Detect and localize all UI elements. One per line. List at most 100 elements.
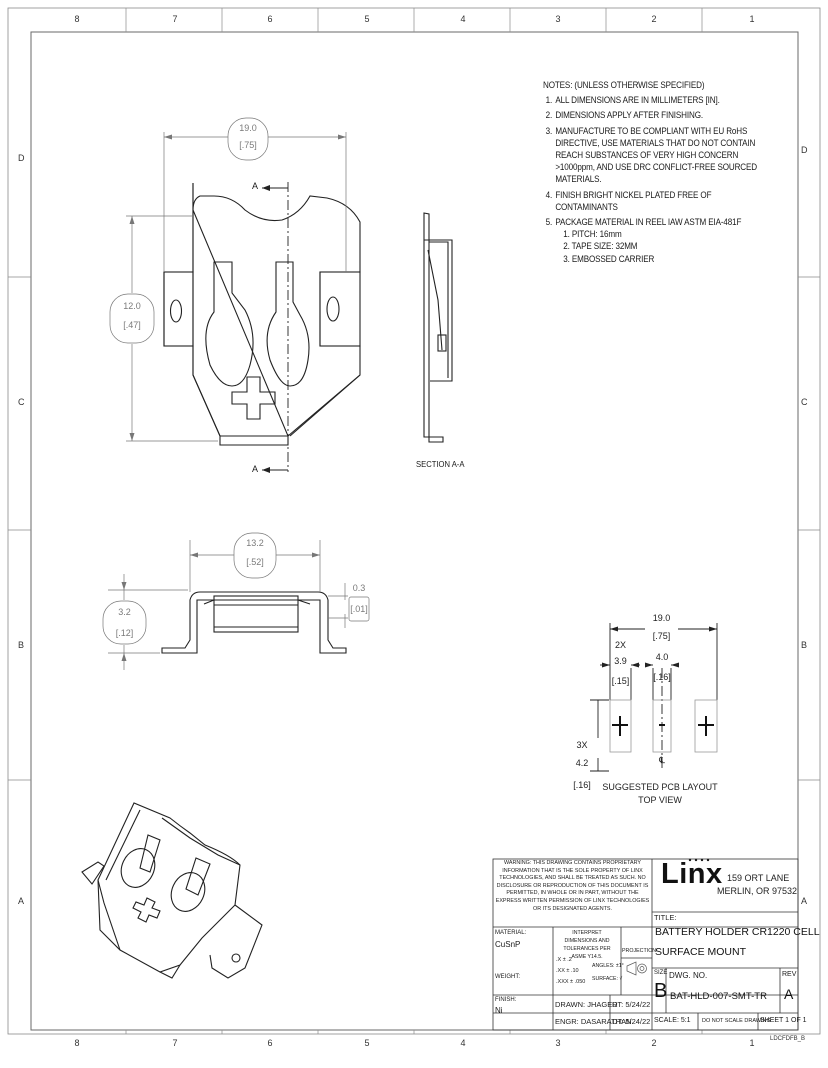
zone-row-c: C (18, 397, 25, 407)
note-4: 4.FINISH BRIGHT NICKEL PLATED FREE OF CO… (545, 189, 712, 212)
zone-row-d: D (18, 153, 25, 163)
pcb-pad-qty: 2X (614, 640, 626, 650)
engineer-date: DT: 5/24/22 (612, 1017, 651, 1026)
title-block-grid (492, 858, 799, 1031)
note-2: 2.DIMENSIONS APPLY AFTER FINISHING. (545, 110, 703, 121)
pcb-overall-mm: 19.0 (652, 613, 671, 623)
pcb-overall-in: [.75] (652, 631, 671, 641)
section-mark-bottom: A (252, 464, 259, 474)
title-label: TITLE: (654, 913, 677, 922)
zone-col-6-bottom: 6 (267, 1038, 273, 1048)
title-line-2: SURFACE MOUNT (655, 946, 747, 958)
note-5-sub-3: 3. EMBOSSED CARRIER (563, 253, 655, 264)
weight-label: WEIGHT: (495, 974, 520, 980)
pcb-caption-1: SUGGESTED PCB LAYOUT (602, 782, 718, 792)
material-value: CuSnP (495, 940, 521, 949)
section-aa-outline (423, 212, 453, 443)
rev-label: REV (782, 971, 797, 978)
dim-side-height-mm: 3.2 (118, 607, 131, 617)
tolerance-x: .X ± .2 (556, 957, 572, 963)
zone-col-7: 7 (172, 14, 178, 24)
zone-row-a: A (18, 896, 25, 906)
scale-value: SCALE: 5:1 (654, 1017, 691, 1024)
projection-label: PROJECTION: (622, 948, 658, 954)
proprietary-warning: WARNING: THIS DRAWING CONTAINS PROPRIETA… (495, 860, 650, 912)
dim-side-width-mm: 13.2 (246, 538, 264, 548)
no-scale-note: DO NOT SCALE DRAWING (702, 1018, 771, 1024)
address-line-1: 159 ORT LANE (727, 873, 790, 883)
zone-col-7-bottom: 7 (172, 1038, 178, 1048)
size-label: SIZE (654, 970, 668, 976)
pcb-pad-mm: 3.9 (614, 656, 627, 666)
dim-width-mm: 19.0 (239, 123, 257, 133)
tolerance-note: INTERPRET DIMENSIONS AND TOLERANCES PER … (563, 930, 611, 960)
zone-row-a-right: A (801, 896, 808, 906)
pcb-height-in: [.16] (573, 780, 591, 790)
pcb-height-mm: 4.2 (575, 758, 589, 768)
dim-side-height-in: [.12] (115, 628, 134, 638)
dim-thickness-mm: 0.3 (352, 583, 366, 593)
zone-col-6: 6 (267, 14, 273, 24)
pcb-pitch-in: [.16] (653, 672, 671, 682)
section-mark-top: A (252, 181, 259, 191)
material-label: MATERIAL: (495, 930, 527, 936)
zone-col-4: 4 (460, 14, 466, 24)
address-line-2: MERLIN, OR 97532 (717, 886, 798, 896)
general-notes: NOTES: (UNLESS OTHERWISE SPECIFIED) 1.AL… (543, 79, 767, 265)
tolerance-angles: ANGLES: ±1° (592, 963, 624, 969)
note-5-sub-1: 1. PITCH: 16mm (563, 229, 622, 240)
isometric-view-outline (81, 802, 263, 979)
size-value: B (654, 980, 668, 1002)
pcb-height-qty: 3X (576, 740, 588, 750)
pcb-pitch-mm: 4.0 (655, 652, 669, 662)
footer-code: LDCFDFB_B (770, 1036, 806, 1042)
drawn-date: DT: 5/24/22 (612, 1000, 651, 1009)
zone-col-1: 1 (749, 14, 755, 24)
top-view-outline (163, 183, 361, 446)
zone-col-8: 8 (74, 14, 80, 24)
tolerance-surface: SURFACE: √ (592, 976, 623, 982)
pcb-pad-in: [.15] (611, 676, 630, 686)
linx-logo: Linx (661, 858, 723, 890)
zone-col-4-bottom: 4 (460, 1038, 466, 1048)
zone-col-5: 5 (364, 14, 370, 24)
zone-col-2-bottom: 2 (651, 1038, 657, 1048)
note-5: 5.PACKAGE MATERIAL IN REEL IAW ASTM EIA-… (545, 217, 742, 228)
note-5-sub-2: 2. TAPE SIZE: 32MM (563, 241, 638, 252)
zone-col-8-bottom: 8 (74, 1038, 80, 1048)
finish-label: FINISH: (495, 997, 517, 1003)
notes-title: NOTES: (UNLESS OTHERWISE SPECIFIED) (543, 80, 705, 90)
dim-width-in: [.75] (239, 140, 257, 150)
title-line-1: BATTERY HOLDER CR1220 CELL (655, 926, 820, 938)
tolerance-xxx: .XXX ± .050 (556, 979, 586, 985)
dwg-no-label: DWG. NO. (669, 971, 708, 980)
dwg-no-value: BAT-HLD-007-SMT-TR (670, 991, 767, 1002)
engineer: ENGR: DASARATHAN (555, 1017, 632, 1026)
side-view-outline (161, 591, 347, 654)
zone-row-c-right: C (801, 397, 808, 407)
dim-side-width-in: [.52] (246, 557, 264, 567)
zone-col-3: 3 (555, 14, 561, 24)
pcb-centerline-symbol: ℄ (659, 755, 665, 765)
zone-row-b: B (18, 640, 25, 650)
sheet-number: SHEET 1 OF 1 (760, 1017, 807, 1024)
note-3: 3.MANUFACTURE TO BE COMPLIANT WITH EU Ro… (545, 125, 757, 185)
zone-row-d-right: D (801, 145, 808, 155)
tolerance-xx: .XX ± .10 (556, 968, 579, 974)
section-aa-label: SECTION A-A (416, 459, 465, 469)
dim-height-mm: 12.0 (123, 301, 141, 311)
zone-row-b-right: B (801, 640, 808, 650)
pcb-caption-2: TOP VIEW (638, 795, 682, 805)
dim-thickness-in: [.01] (350, 604, 368, 614)
zone-col-2: 2 (651, 14, 657, 24)
dim-height-in: [.47] (123, 320, 141, 330)
finish-value: Ni (495, 1006, 503, 1015)
zone-col-1-bottom: 1 (749, 1038, 755, 1048)
zone-col-3-bottom: 3 (555, 1038, 561, 1048)
zone-col-5-bottom: 5 (364, 1038, 370, 1048)
drawn-by: DRAWN: JHAGER (555, 1000, 618, 1009)
note-1: 1.ALL DIMENSIONS ARE IN MILLIMETERS [IN]… (545, 95, 720, 106)
rev-value: A (784, 986, 794, 1002)
